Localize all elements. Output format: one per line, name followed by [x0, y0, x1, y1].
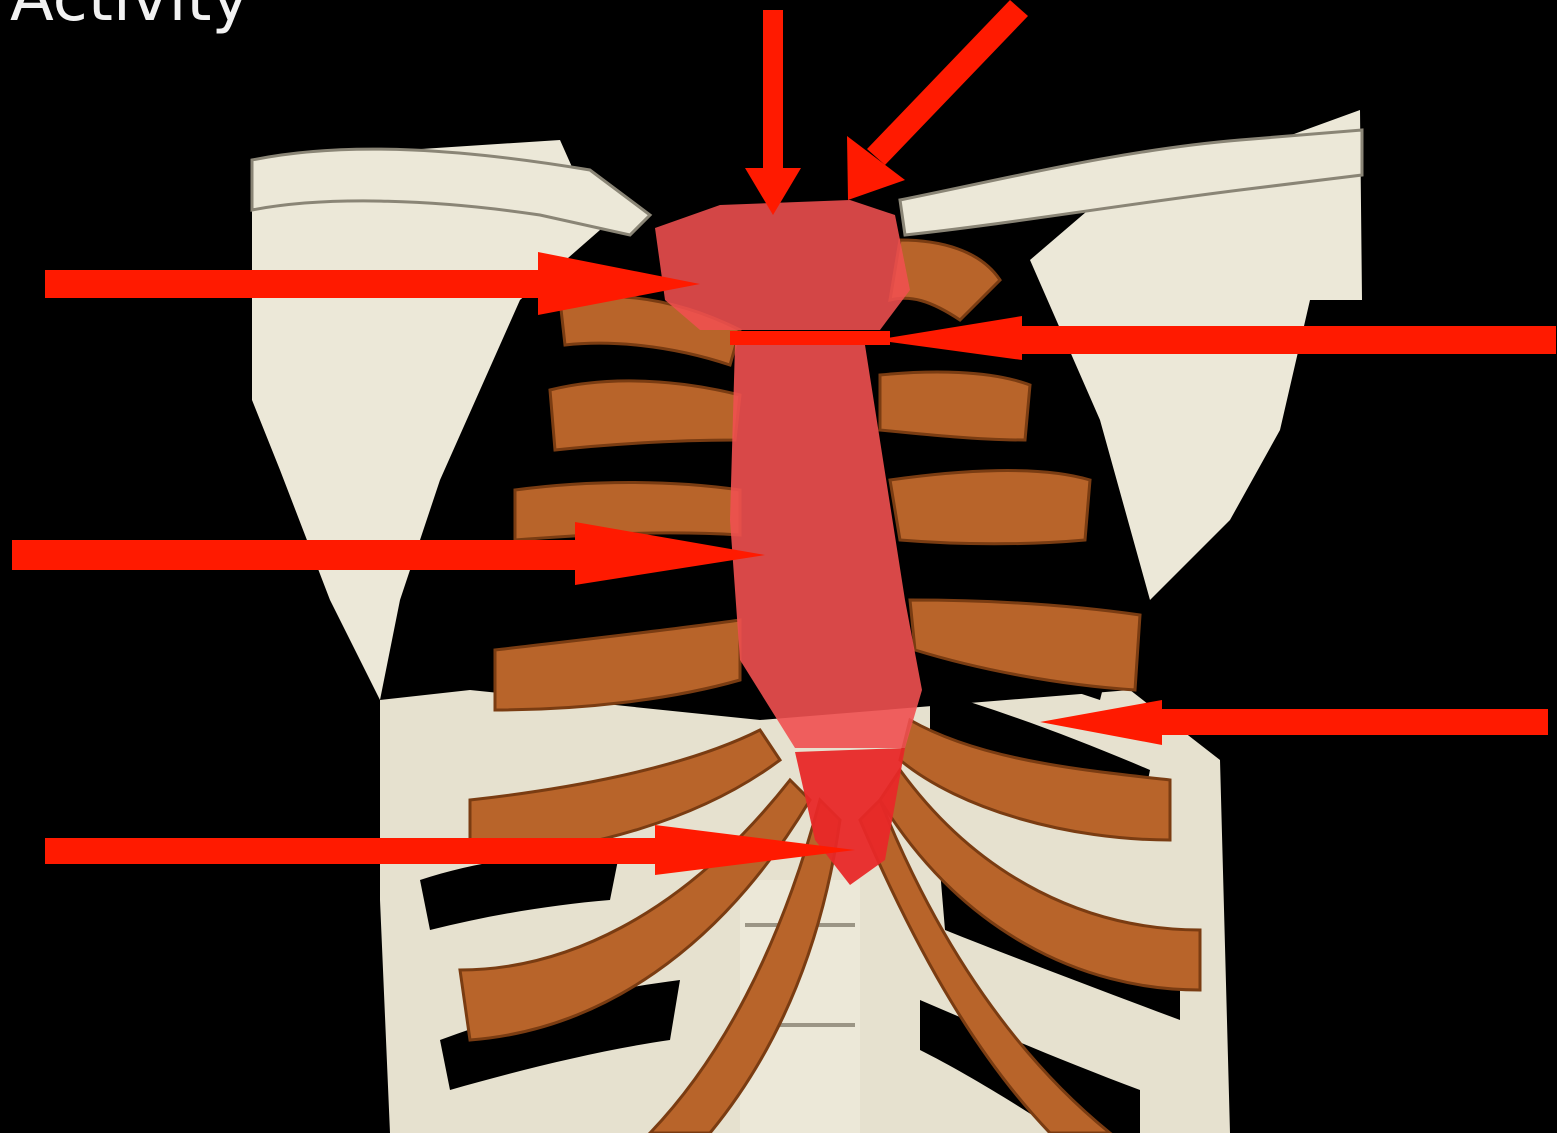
cartilage-r4 — [910, 600, 1140, 690]
cartilage-l2 — [550, 381, 740, 450]
cartilage-r2 — [880, 372, 1030, 440]
arrow-jugular-notch — [847, 0, 1028, 200]
manubrium-region — [655, 200, 910, 330]
arrow-manubrium-top — [745, 10, 801, 215]
cartilage-r3 — [890, 471, 1090, 544]
left-scapula — [252, 140, 600, 700]
